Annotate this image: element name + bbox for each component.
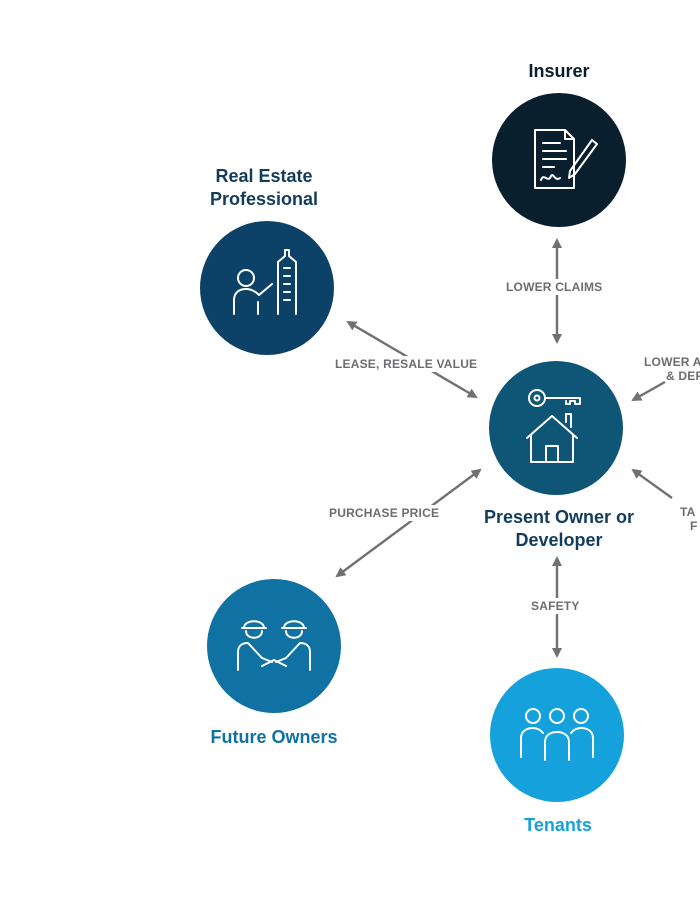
signed-document-icon bbox=[534, 129, 598, 189]
tenants-node bbox=[490, 668, 624, 802]
insurer-title: Insurer bbox=[528, 61, 590, 81]
real-estate-title-line1: Real Estate bbox=[215, 166, 313, 186]
real-estate-title-line2: Professional bbox=[209, 189, 319, 209]
real-estate-title: Real Estate Professional bbox=[184, 165, 344, 211]
edge-label-lower-claims: LOWER CLAIMS bbox=[504, 279, 605, 295]
key-house-icon bbox=[526, 389, 581, 463]
present-owner-title: Present Owner or Developer bbox=[469, 506, 649, 552]
future-owners-circle bbox=[207, 579, 341, 713]
tenants-title: Tenants bbox=[524, 815, 592, 835]
insurer-node bbox=[492, 93, 626, 227]
present-owner-title-line1: Present Owner or bbox=[483, 507, 635, 527]
edge-label-right-upper-line1: LOWER A bbox=[644, 355, 700, 369]
edge-label-right-lower: TA F bbox=[678, 504, 700, 534]
tenants-circle bbox=[490, 668, 624, 802]
group-people-icon bbox=[520, 708, 594, 761]
real-estate-node bbox=[200, 221, 334, 355]
edge-label-right-upper-line2: & DEF bbox=[666, 369, 700, 383]
edge-label-safety: SAFETY bbox=[529, 598, 582, 614]
present-owner-circle bbox=[489, 361, 623, 495]
edge-label-right-lower-line2: F bbox=[690, 519, 698, 533]
edge-label-right-lower-line1: TA bbox=[680, 505, 696, 519]
person-pointing-building-icon bbox=[233, 249, 297, 315]
arrow-right-upper bbox=[631, 380, 666, 402]
arrow-right-lower bbox=[631, 468, 673, 499]
arrow-futureowners-owner bbox=[335, 468, 482, 578]
future-owners-title: Future Owners bbox=[210, 727, 338, 747]
present-owner-node bbox=[489, 361, 623, 495]
handshake-icon bbox=[237, 620, 311, 671]
present-owner-title-line2: Developer bbox=[515, 530, 603, 550]
edge-label-right-upper: LOWER A & DEF bbox=[642, 354, 700, 384]
edge-label-lease-resale: LEASE, RESALE VALUE bbox=[333, 356, 480, 372]
edge-label-purchase-price: PURCHASE PRICE bbox=[327, 505, 442, 521]
future-owners-node bbox=[207, 579, 341, 713]
